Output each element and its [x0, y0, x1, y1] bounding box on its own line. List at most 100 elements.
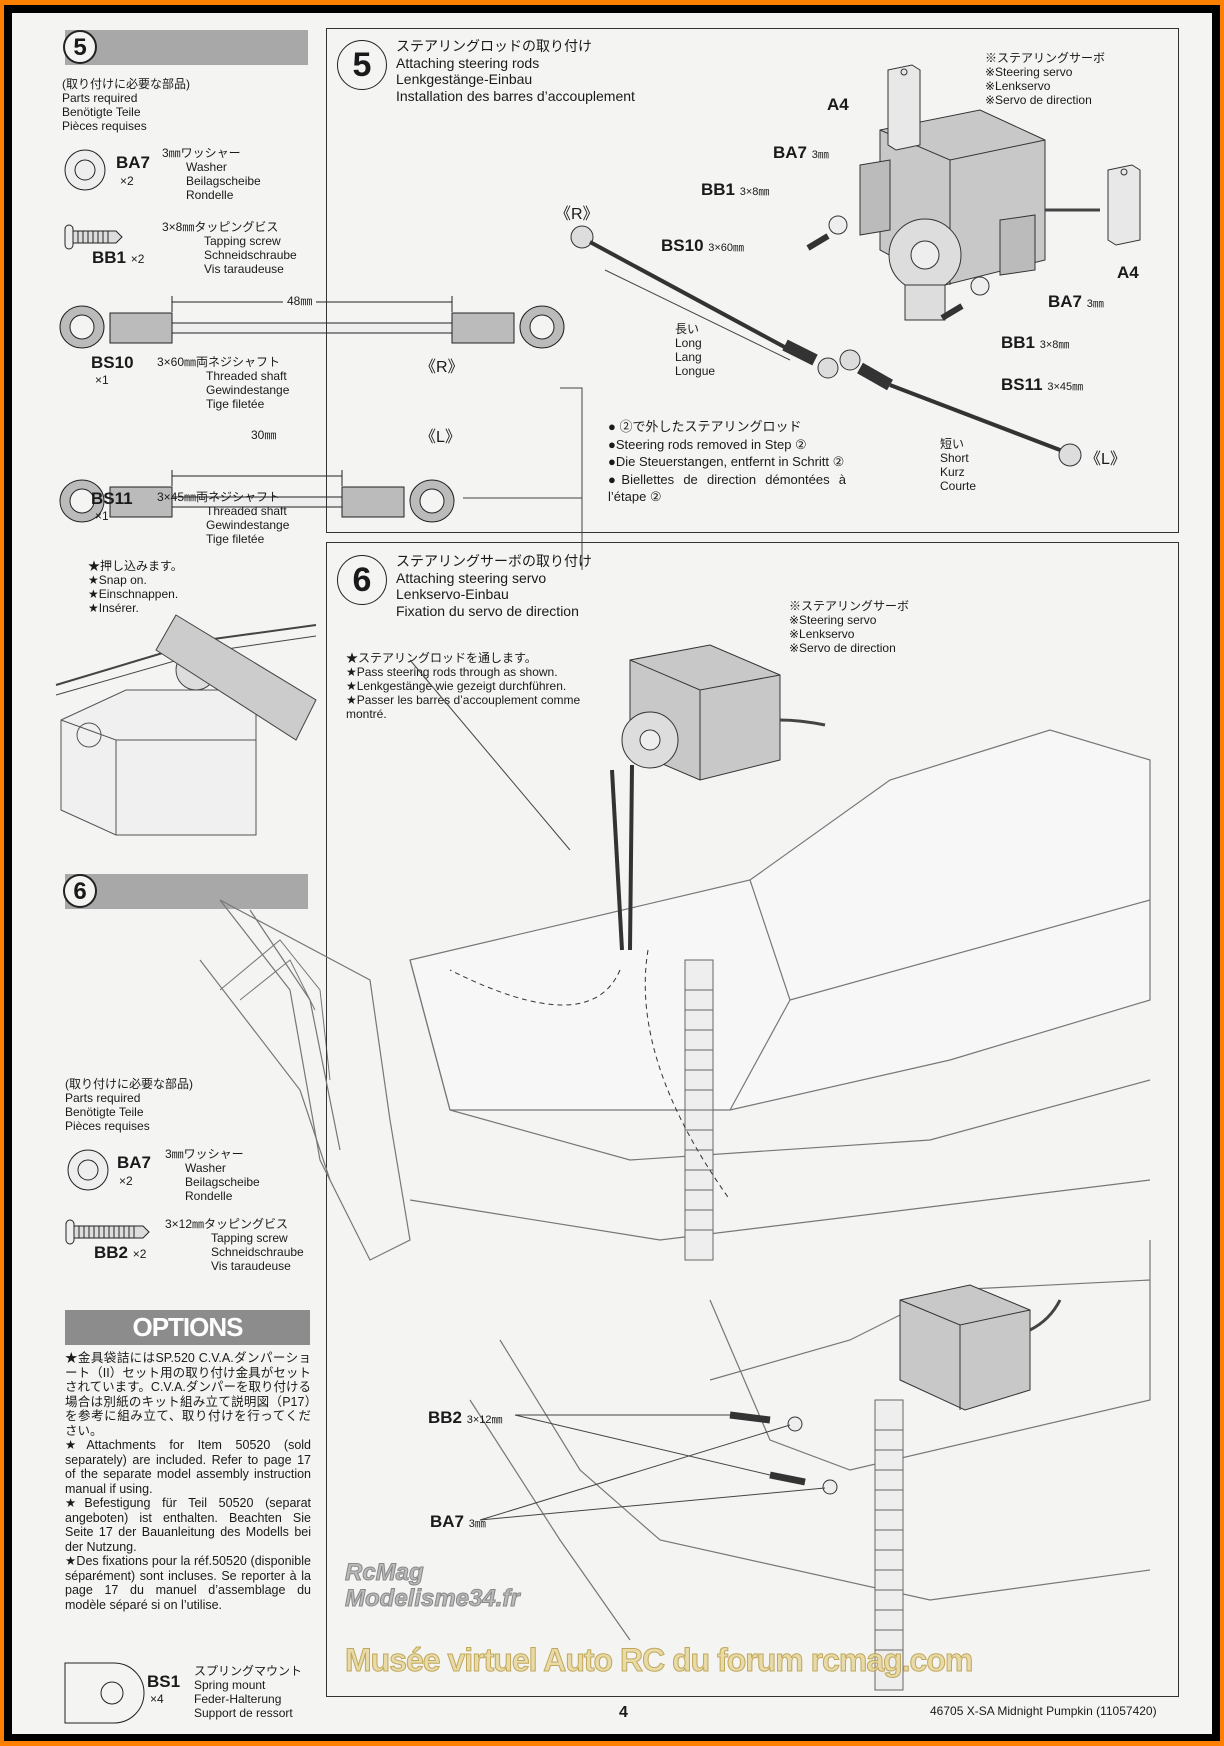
- text: Beilagscheibe: [186, 174, 261, 188]
- text: Lenkgestänge-Einbau: [396, 71, 533, 87]
- text: 3㎜ワッシャー: [162, 146, 241, 160]
- pass-rods-note: ★ステアリングロッドを通します。★Pass steering rods thro…: [346, 651, 606, 721]
- text: BB1: [701, 180, 736, 199]
- step6-servo-note: ※ステアリングサーボ※Steering servo※Lenkservo※Serv…: [789, 599, 909, 655]
- text: 3×60㎜: [708, 242, 745, 254]
- servo-icon: [621, 644, 826, 781]
- washer-icon: [970, 276, 990, 296]
- text: Washer: [185, 1161, 226, 1175]
- text: Rondelle: [186, 188, 234, 202]
- text: ●Die Steuerstangen, entfernt in Schritt …: [608, 454, 845, 469]
- text: ※ステアリングサーボ: [985, 51, 1106, 65]
- text: Gewindestange: [206, 383, 290, 397]
- text: (取り付けに必要な部品): [62, 77, 190, 91]
- washer-icon: [787, 1416, 803, 1432]
- text: 長い: [675, 322, 700, 336]
- servo-icon: [899, 1284, 1062, 1411]
- text: ★押し込みます。: [88, 559, 183, 573]
- text: Pièces requises: [62, 119, 147, 133]
- screw-icon: [940, 303, 964, 321]
- part-code-ba7: BA7: [117, 1153, 152, 1172]
- part-code-bs1: BS1: [147, 1672, 181, 1691]
- text: Threaded shaft: [206, 504, 287, 518]
- text: Tapping screw: [204, 234, 281, 248]
- text: ● ②で外したステアリングロッド: [608, 419, 802, 434]
- step6-big-number: 6: [337, 555, 387, 605]
- text: Support de ressort: [194, 1706, 293, 1720]
- bumper-partial-illustration: [219, 939, 331, 1081]
- text: ※Steering servo: [789, 613, 877, 627]
- label-bb1: BB1 3×8㎜: [1001, 333, 1069, 353]
- text: Vis taraudeuse: [204, 262, 284, 276]
- text: ステアリングサーボの取り付け: [396, 553, 592, 569]
- options-text: ★金具袋詰にはSP.520 C.V.A.ダンパーショート（II）セット用の取り付…: [65, 1351, 311, 1612]
- text: Modelisme34.fr: [345, 1585, 521, 1612]
- text: BB2: [428, 1408, 463, 1427]
- washer-icon: [64, 149, 106, 191]
- text: 3㎜ワッシャー: [165, 1147, 244, 1161]
- text: BA7: [430, 1512, 465, 1531]
- step5-header-bar: [65, 30, 308, 65]
- text: BB1: [1001, 333, 1036, 352]
- text: Gewindestange: [206, 518, 290, 532]
- screw-icon: [65, 1219, 150, 1245]
- text: 短い: [940, 437, 965, 451]
- label-a4: A4: [1117, 263, 1139, 282]
- text: 3×12㎜: [466, 1414, 503, 1426]
- side-label-r: 《R》: [555, 206, 599, 223]
- step5-servo-note: ※ステアリングサーボ※Steering servo※Lenkservo※Serv…: [985, 51, 1105, 107]
- text: Benötigte Teile: [65, 1105, 144, 1119]
- shock-absorber-icon: [874, 1399, 904, 1691]
- text: 3㎜: [1086, 298, 1104, 310]
- label-a4: A4: [827, 95, 849, 114]
- servo-icon: [859, 109, 1100, 321]
- text: BB2: [94, 1243, 129, 1262]
- bs11-length: 30㎜: [247, 426, 281, 443]
- text: ※Servo de direction: [985, 93, 1092, 107]
- text: Lang: [675, 350, 702, 364]
- text: 3×60㎜両ネジシャフト: [157, 355, 281, 369]
- text: ※Steering servo: [985, 65, 1073, 79]
- a4-post-icon: [887, 64, 921, 151]
- text: Long: [675, 336, 702, 350]
- text: ●Biellettes de direction démontées à l’é…: [608, 471, 846, 505]
- text: Courte: [940, 479, 977, 493]
- product-code: 46705 X-SA Midnight Pumpkin (11057420): [930, 1704, 1157, 1718]
- text: ★Passer les barres d’accouplement comme …: [346, 693, 581, 721]
- step6-number: 6: [63, 874, 97, 908]
- step5-panel: [326, 28, 1179, 533]
- screw-icon: [806, 233, 830, 251]
- part-qty: ×4: [150, 1692, 164, 1706]
- step5-exploded-diagram: [570, 64, 1141, 467]
- text: Schneidschraube: [204, 248, 297, 262]
- washer-icon: [828, 215, 848, 235]
- side-label-r: 《R》: [420, 359, 464, 376]
- text: BB1: [92, 248, 127, 267]
- label-bb2: BB2 3×12㎜: [428, 1408, 503, 1428]
- text: BS11: [1001, 375, 1043, 394]
- text: Parts required: [62, 91, 138, 105]
- text: Benötigte Teile: [62, 105, 141, 119]
- text: ★Snap on.: [88, 573, 147, 587]
- removed-rods-note: ● ②で外したステアリングロッド●Steering rods removed i…: [608, 418, 846, 506]
- part-code-ba7: BA7: [116, 153, 151, 172]
- washer-icon: [67, 1149, 109, 1191]
- step5-number: 5: [63, 30, 97, 64]
- text: ★Lenkgestänge wie gezeigt durchführen.: [346, 679, 567, 693]
- text: ★Pass steering rods through as shown.: [346, 665, 558, 679]
- text: Installation des barres d’accouplement: [396, 87, 635, 104]
- text: Rondelle: [185, 1189, 233, 1203]
- options-en: ★Attachments for Item 50520 (sold separa…: [65, 1438, 311, 1496]
- a4-post-icon: [1107, 164, 1141, 246]
- bs10-length: 48㎜: [283, 292, 317, 309]
- options-header: OPTIONS: [65, 1310, 310, 1345]
- washer-icon: [822, 1479, 838, 1495]
- spring-mount-icon: [64, 1662, 145, 1724]
